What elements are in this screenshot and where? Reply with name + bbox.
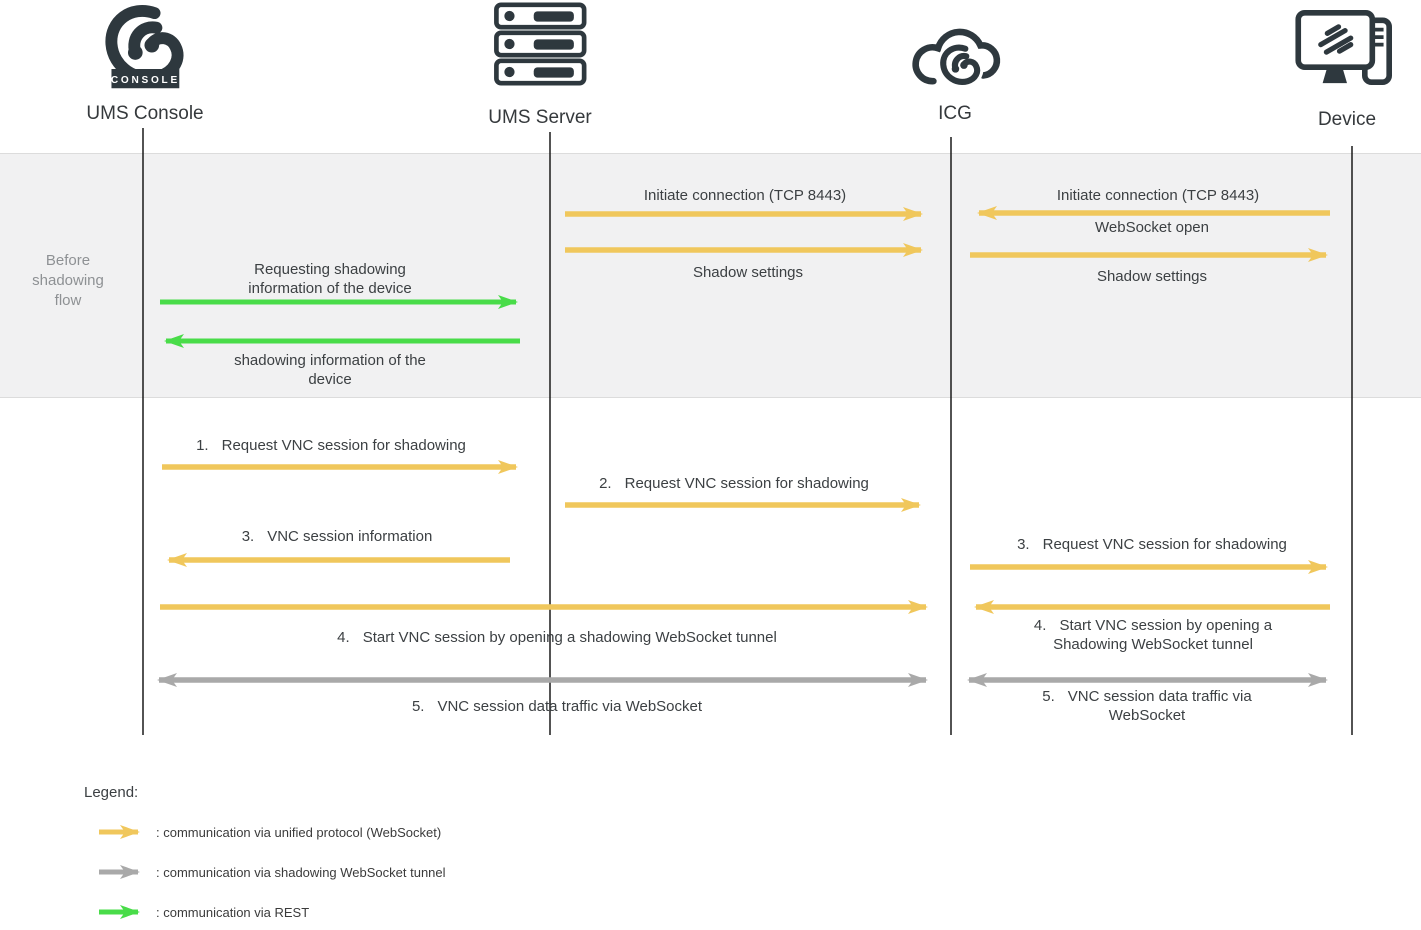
legend-item-shadowing-tunnel: : communication via shadowing WebSocket …: [97, 863, 446, 881]
phase-label: Before shadowing flow: [32, 252, 104, 309]
legend-text-shadowing-tunnel: : communication via shadowing WebSocket …: [156, 864, 446, 880]
actor-icg: ICG: [908, 5, 1002, 125]
legend: Legend: : communication via unified prot…: [84, 784, 446, 921]
legend-item-rest: : communication via REST: [97, 903, 446, 921]
lifelines: [142, 128, 1353, 735]
actor-label-icg: ICG: [938, 103, 972, 124]
label-step3-info: 3.VNC session information: [241, 528, 433, 545]
label-requesting-shadowing-info: Requesting shadowing information of the …: [248, 261, 412, 297]
device-logo-glyph: [1318, 24, 1354, 55]
actor-ums-console: CONSOLE UMS Console: [86, 3, 204, 125]
legend-item-unified-protocol: : communication via unified protocol (We…: [97, 823, 446, 841]
label-step3-request-device: 3.Request VNC session for shadowing: [1017, 536, 1287, 553]
label-step5: 5.VNC session data traffic via WebSocket: [411, 698, 703, 715]
before-shadowing-phase-band: [0, 153, 1421, 398]
label-step4-device: 4.Start VNC session by opening a Shadowi…: [1033, 617, 1273, 653]
label-shadow-settings-icg-device: Shadow settings: [1096, 268, 1208, 285]
legend-title: Legend:: [84, 784, 139, 801]
gray-arrow-icon: [99, 865, 140, 879]
legend-text-unified-protocol: : communication via unified protocol (We…: [156, 824, 442, 840]
legend-text-rest: : communication via REST: [156, 904, 310, 920]
label-initiate-connection-device-icg: Initiate connection (TCP 8443): [1056, 187, 1260, 204]
label-step5-device: 5.VNC session data traffic via WebSocket: [1042, 688, 1252, 724]
server-rack-icon: [493, 2, 587, 86]
actor-device: Device: [1295, 9, 1399, 131]
label-step1: 1.Request VNC session for shadowing: [196, 437, 466, 454]
label-step4: 4.Start VNC session by opening a shadowi…: [337, 629, 777, 646]
actor-label-ums-console: UMS Console: [86, 103, 204, 124]
label-initiate-connection-server-icg: Initiate connection (TCP 8443): [643, 187, 847, 204]
actor-label-ums-server: UMS Server: [488, 107, 592, 128]
label-step2: 2.Request VNC session for shadowing: [599, 475, 869, 492]
console-badge-text: CONSOLE: [110, 75, 179, 86]
cloud-icg-icon: [912, 28, 1001, 88]
actor-label-device: Device: [1317, 109, 1377, 130]
device-monitor-icon: [1295, 9, 1392, 85]
green-arrow-icon: [99, 905, 140, 919]
label-websocket-open: WebSocket open: [1095, 219, 1209, 236]
actor-ums-server: UMS Server: [488, 2, 592, 129]
label-shadowing-info-response: shadowing information of the device: [234, 352, 426, 388]
ums-console-logo-icon: CONSOLE: [105, 5, 184, 89]
label-shadow-settings-server-icg: Shadow settings: [692, 264, 804, 281]
yellow-arrow-icon: [99, 825, 140, 839]
